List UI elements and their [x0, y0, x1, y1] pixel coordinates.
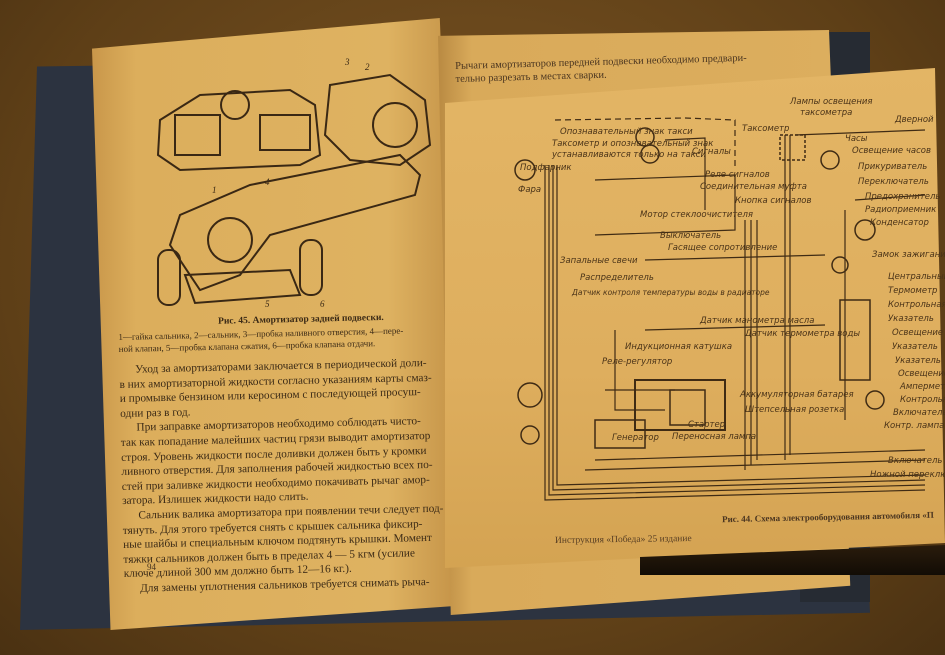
diagram-label: Гасящее сопротивление [668, 243, 778, 253]
diagram-label: Датчик контроля температуры воды в радиа… [572, 288, 770, 297]
paragraph: При заправке амортизаторов необходимо со… [120, 414, 443, 509]
figure-number-6: 6 [320, 299, 325, 309]
diagram-label: Контрольная [900, 395, 945, 405]
diagram-label: Датчик манометра масла [700, 316, 815, 326]
figure-number-2: 2 [365, 62, 370, 72]
diagram-label: Распределитель [580, 273, 654, 283]
diagram-label: Опознавательный знак такси [560, 127, 693, 137]
diagram-label: Контр. лампа [884, 421, 945, 431]
diagram-label: Указатель [892, 342, 938, 352]
diagram-label: Замок зажигания [872, 250, 945, 260]
diagram-label: Стартер [688, 420, 726, 430]
diagram-label: Прикуриватель [858, 162, 928, 172]
diagram-label: Генератор [612, 433, 659, 443]
diagram-label: Часы [845, 134, 868, 144]
diagram-label: Включатель [893, 408, 945, 418]
left-page [92, 18, 462, 630]
diagram-label: Включатель [888, 456, 943, 466]
diagram-label: Амперметр [900, 382, 945, 392]
diagram-label: таксометра [800, 108, 853, 118]
diagram-label: Кнопка сигналов [735, 196, 812, 206]
paragraph: Сальник валика амортизатора при появлени… [122, 502, 445, 582]
diagram-label: Контрольная [888, 300, 945, 310]
diagram-label: Таксометр [742, 124, 790, 134]
left-page-text: Рис. 45. Амортизатор задней подвески. 1—… [118, 311, 445, 597]
diagram-label: Датчик термометра воды [745, 329, 861, 339]
diagram-label: Ножной переключатель [870, 470, 945, 480]
diagram-label: Указатель [888, 314, 934, 324]
diagram-label: Переносная лампа [672, 432, 757, 442]
diagram-label: Предохранитель [865, 192, 941, 202]
diagram-label: Освещение [898, 369, 945, 379]
diagram-label: Аккумуляторная батарея [740, 390, 854, 400]
diagram-label: Освещение часов [852, 146, 931, 156]
diagram-label: Сигналы [692, 147, 731, 157]
diagram-label: Таксометр и опознавательный знак [552, 139, 714, 149]
diagram-label: Запальные свечи [560, 256, 638, 266]
figure-number-5: 5 [265, 299, 270, 309]
diagram-label: Реле-регулятор [602, 357, 673, 367]
diagram-label: Термометр [888, 286, 938, 296]
diagram-label: Радиоприемник [865, 205, 937, 215]
diagram-label: Центральный [888, 272, 945, 282]
figure-number-4: 4 [265, 177, 270, 187]
diagram-label: Реле сигналов [705, 170, 770, 180]
shock-absorber-illustration: 1 2 3 4 5 6 [156, 57, 432, 309]
diagram-label: Указатель [895, 356, 941, 366]
page-number: 94 [147, 562, 156, 572]
diagram-label: Соединительная муфта [700, 182, 807, 192]
paragraph: Уход за амортизаторами заключается в пер… [119, 356, 441, 422]
diagram-label: Подфарник [520, 163, 572, 173]
diagram-label: Дверной [895, 115, 934, 125]
diagram-label: Конденсатор [870, 218, 929, 228]
diagram-label: Индукционная катушка [625, 342, 733, 352]
diagram-label: Фара [518, 185, 542, 195]
diagram-label: Выключатель [660, 231, 722, 241]
diagram-label: Штепсельная розетка [745, 405, 845, 415]
diagram-label: Мотор стеклоочистителя [640, 210, 754, 220]
foldout-wiring-diagram-page [445, 68, 945, 568]
diagram-label: Лампы освещения [790, 97, 873, 107]
diagram-label: Переключатель [858, 177, 929, 187]
page-footer: Инструкция «Победа» 25 издание [554, 534, 692, 546]
figure-number-3: 3 [344, 57, 350, 67]
wiring-diagram [514, 117, 926, 501]
figure-number-1: 1 [212, 185, 217, 195]
diagram-label: устанавливаются только на такси [552, 150, 707, 160]
diagram-label: Освещение [892, 328, 944, 338]
